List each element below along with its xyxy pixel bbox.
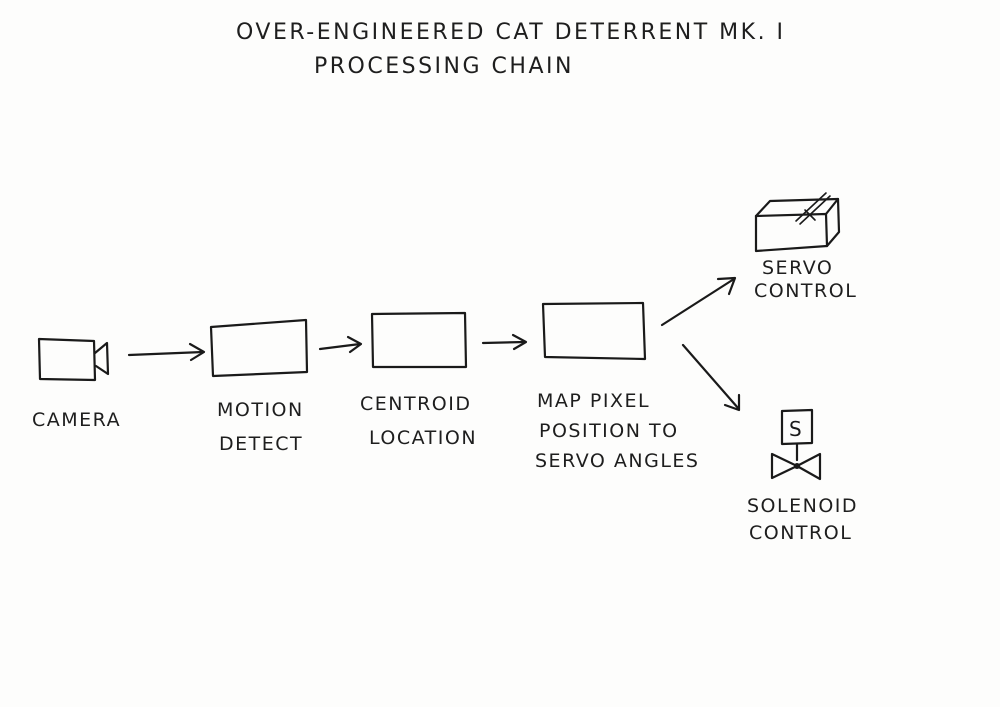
solenoid-letter: S [789,417,802,441]
motion-detect-label-line2: DETECT [219,433,303,455]
arrow-camera-to-motion [127,342,206,362]
centroid-label-line2: LOCATION [369,427,477,449]
map-pixel-label-line3: SERVO ANGLES [535,450,699,472]
arrow-centroid-to-map [481,333,528,351]
servo-control-label-line1: SERVO [762,257,833,279]
servo-control-label-line2: CONTROL [754,280,857,302]
map-pixel-label-line2: POSITION TO [539,420,679,442]
diagram-title-line2: PROCESSING CHAIN [314,54,574,79]
arrow-motion-to-centroid [318,335,363,354]
solenoid-control-label-line2: CONTROL [749,522,852,544]
solenoid-valve-icon: S [770,408,822,481]
motion-detect-label-line1: MOTION [217,399,304,421]
diagram-title-line1: OVER-ENGINEERED CAT DETERRENT MK. I [236,20,786,45]
camera-label: CAMERA [32,409,121,431]
centroid-location-box [370,311,468,369]
servo-motor-icon [754,192,841,253]
motion-detect-box [209,318,309,378]
centroid-label-line1: CENTROID [360,393,471,415]
video-camera-icon [37,337,110,382]
arrow-map-to-servo [660,276,737,327]
map-pixel-box [541,301,647,361]
map-pixel-label-line1: MAP PIXEL [537,390,650,412]
solenoid-control-label-line1: SOLENOID [747,495,858,517]
arrow-map-to-solenoid [681,343,741,412]
